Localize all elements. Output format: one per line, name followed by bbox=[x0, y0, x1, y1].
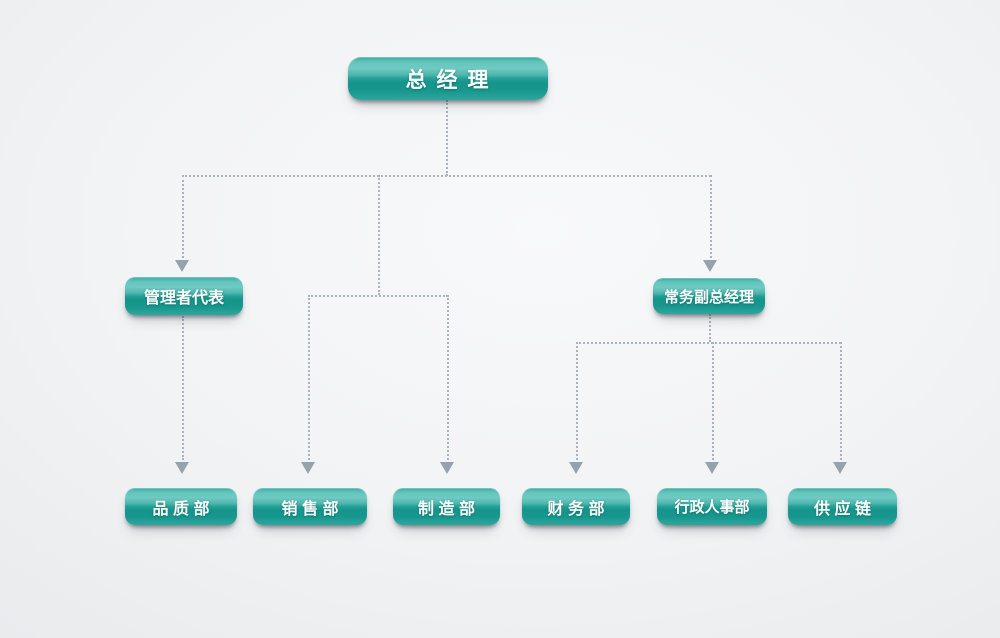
connector-evp-sub-rail bbox=[576, 342, 841, 344]
down-arrowhead-icon bbox=[569, 462, 583, 474]
down-arrowhead-icon bbox=[175, 462, 189, 474]
connector-mid-branch-rail bbox=[308, 295, 448, 297]
org-node-finance-dept[interactable]: 财 务 部 bbox=[522, 488, 630, 525]
down-arrowhead-icon bbox=[703, 260, 717, 272]
down-arrowhead-icon bbox=[440, 462, 454, 474]
org-node-manufacturing-dept[interactable]: 制 造 部 bbox=[393, 488, 500, 525]
down-arrowhead-icon bbox=[175, 260, 189, 272]
connector-to-hr bbox=[712, 342, 714, 460]
connector-to-supply bbox=[840, 342, 842, 460]
connector-to-mfg bbox=[447, 295, 449, 460]
org-node-management-rep[interactable]: 管理者代表 bbox=[125, 277, 243, 315]
connector-to-quality bbox=[182, 316, 184, 460]
connector-to-mgr-rep bbox=[182, 175, 184, 258]
connector-to-sales bbox=[308, 295, 310, 460]
down-arrowhead-icon bbox=[833, 462, 847, 474]
connector-to-finance bbox=[576, 342, 578, 460]
org-node-quality-dept[interactable]: 品 质 部 bbox=[125, 488, 237, 525]
org-node-exec-vice-gm[interactable]: 常务副总经理 bbox=[653, 278, 765, 314]
org-node-sales-dept[interactable]: 销 售 部 bbox=[253, 488, 367, 525]
down-arrowhead-icon bbox=[705, 462, 719, 474]
connector-to-evp bbox=[710, 175, 712, 258]
org-node-admin-hr-dept[interactable]: 行政人事部 bbox=[657, 488, 767, 525]
connector-evp-stub bbox=[709, 314, 711, 342]
org-node-general-manager[interactable]: 总 经 理 bbox=[348, 57, 548, 100]
connector-mid-branch-drop bbox=[378, 175, 380, 295]
connector-ceo-drop bbox=[446, 100, 448, 176]
connector-main-rail bbox=[182, 175, 711, 177]
org-node-supply-chain[interactable]: 供 应 链 bbox=[788, 488, 897, 525]
down-arrowhead-icon bbox=[301, 462, 315, 474]
